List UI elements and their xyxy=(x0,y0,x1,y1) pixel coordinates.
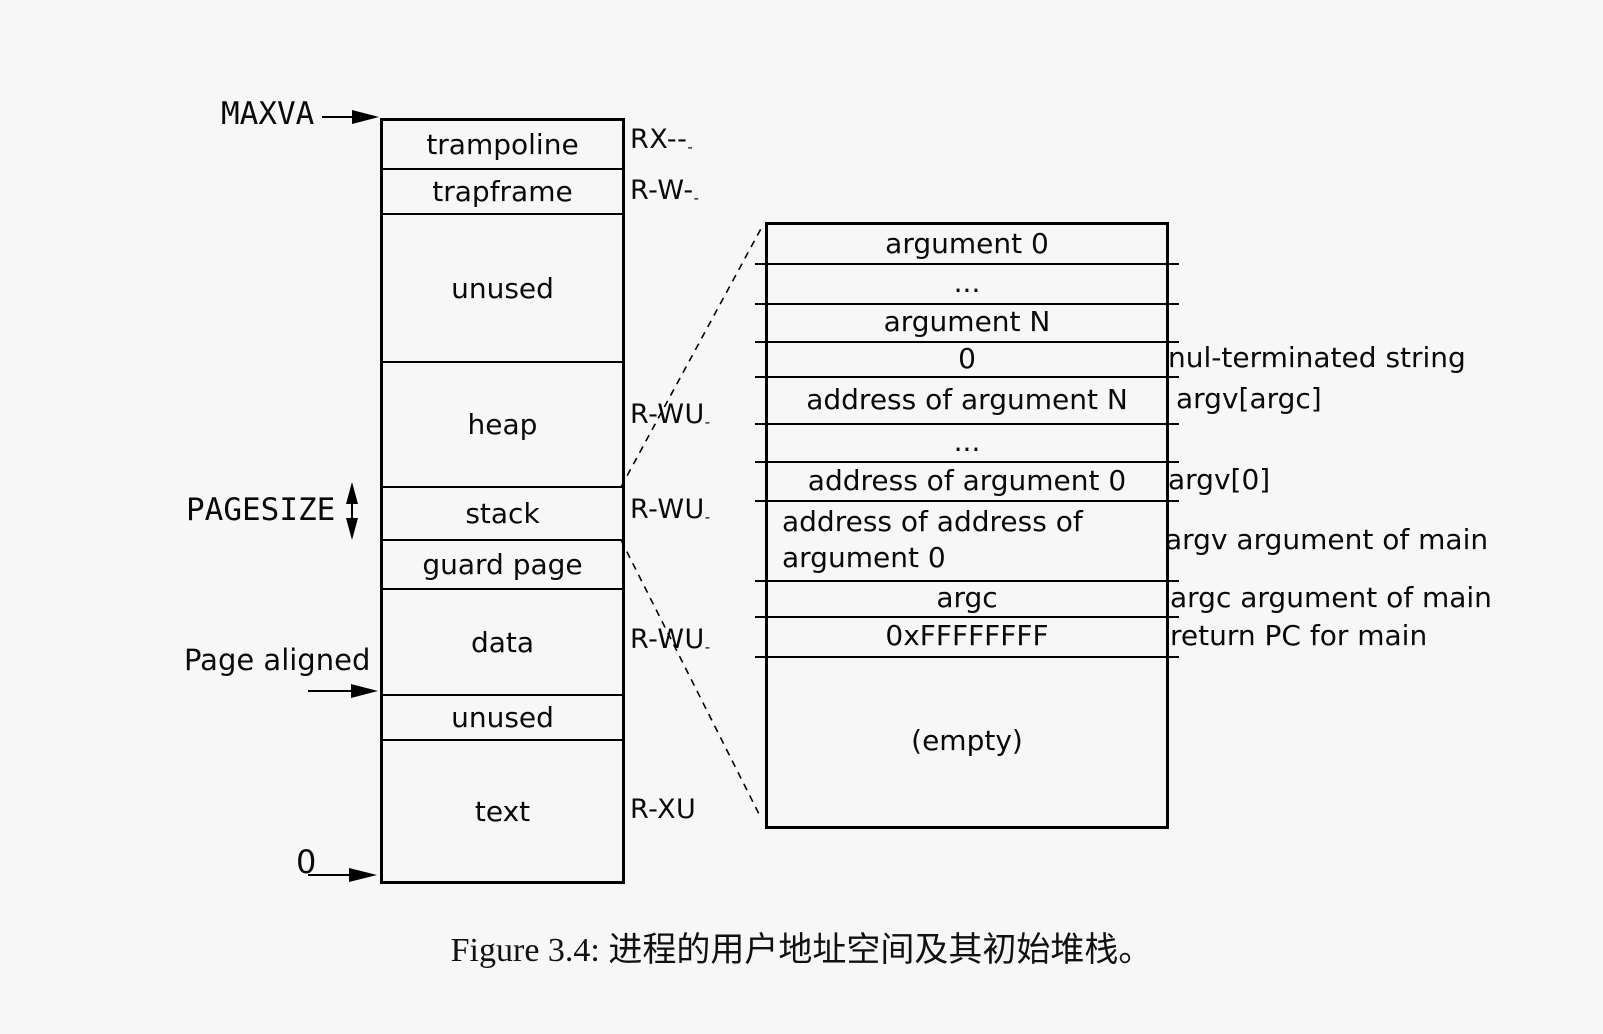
stack-row-address-of-argument-0: address of argument 0 xyxy=(755,461,1179,502)
stack-row-argument-0: argument 0 xyxy=(755,225,1179,265)
perm-label-heap: R-WU- xyxy=(630,399,711,431)
perm-label-text: R-XU xyxy=(630,794,697,825)
stack-row-empty: (empty) xyxy=(911,724,1023,757)
maxva-label: MAXVA xyxy=(221,96,315,132)
stack-row-argc: argc xyxy=(755,580,1179,618)
pagesize-label: PAGESIZE xyxy=(186,492,336,528)
annotation-argv-argc: argv[argc] xyxy=(1176,382,1322,415)
perm-label-trapframe: R-W-- xyxy=(630,175,700,207)
stack-row-argument-n: argument N xyxy=(755,303,1179,343)
annotation-argc-main: argc argument of main xyxy=(1170,581,1492,614)
stack-row-return-pc: 0xFFFFFFFF xyxy=(755,616,1179,658)
pagesize-arrow xyxy=(346,482,358,540)
annotation-argv-main: argv argument of main xyxy=(1165,523,1489,556)
dashed-connector-top xyxy=(620,224,764,488)
segment-unused-bottom: unused xyxy=(383,696,622,741)
stack-row-address-of-address: address of address of argument 0 xyxy=(755,500,1179,582)
page-aligned-label: Page aligned xyxy=(184,643,371,677)
annotation-nul-terminated: nul-terminated string xyxy=(1168,341,1466,374)
segment-data: data xyxy=(383,590,622,696)
segment-trampoline: trampoline xyxy=(383,121,622,170)
dashed-connector-bottom xyxy=(620,539,761,817)
segment-text: text xyxy=(474,794,531,828)
figure-caption: Figure 3.4: 进程的用户地址空间及其初始堆栈。 xyxy=(450,932,1153,969)
stack-row-ellipsis-2: ... xyxy=(755,423,1179,463)
zero-label: 0 xyxy=(296,843,317,881)
maxva-arrow xyxy=(322,110,379,124)
stack-row-address-of-argument-n: address of argument N xyxy=(755,376,1179,425)
stack-row-ellipsis-1: ... xyxy=(755,263,1179,305)
perm-label-trampoline: RX--- xyxy=(630,124,694,156)
perm-label-data: R-WU- xyxy=(630,624,711,656)
annotation-return-pc: return PC for main xyxy=(1170,619,1428,652)
segment-guard-page: guard page xyxy=(383,541,622,590)
stack-row-zero: 0 xyxy=(755,341,1179,378)
segment-heap: heap xyxy=(383,363,622,488)
memory-map-box: trampoline trapframe unused heap stack g… xyxy=(380,118,625,884)
segment-unused-top: unused xyxy=(383,215,622,363)
annotation-argv-0: argv[0] xyxy=(1168,463,1271,496)
perm-label-stack: R-WU- xyxy=(630,494,711,526)
segment-stack: stack xyxy=(383,488,622,541)
stack-detail-box: argument 0 ... argument N 0 address of a… xyxy=(755,222,1179,829)
segment-trapframe: trapframe xyxy=(383,170,622,215)
zero-arrow xyxy=(308,868,377,882)
page-aligned-arrow xyxy=(308,684,378,698)
